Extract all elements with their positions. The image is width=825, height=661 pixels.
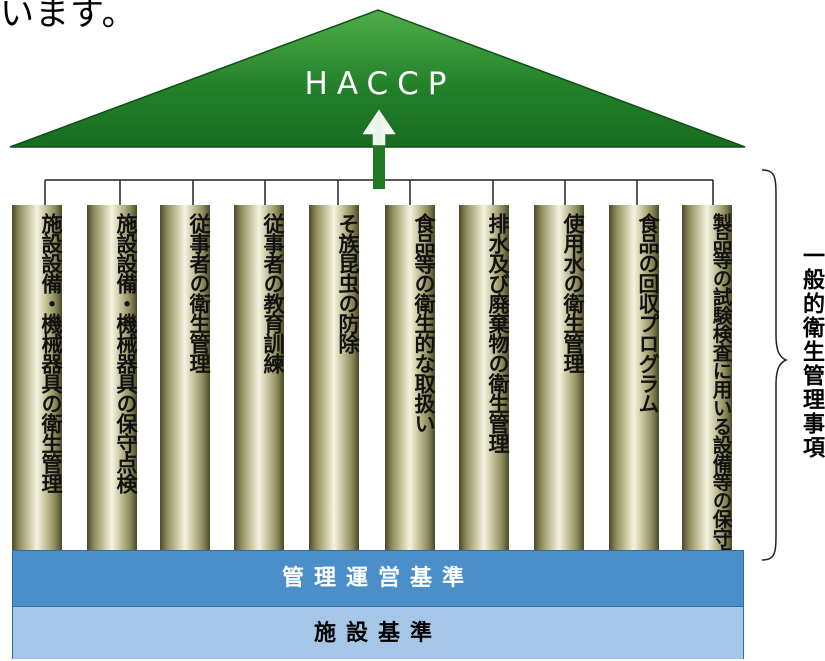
pillar-label: 施設設備・機械器具の保守点検	[114, 213, 138, 493]
pillar-label: 施設設備・機械器具の衛生管理	[39, 213, 63, 493]
pillar-label: 食品等の衛生的な取扱い	[412, 213, 436, 433]
up-arrow-icon	[359, 106, 399, 189]
right-brace	[761, 169, 788, 561]
facility-standards-band: 施設基準	[12, 607, 744, 659]
connector-drops	[44, 180, 714, 205]
pillar-label: 使用水の衛生管理	[561, 213, 585, 373]
pillar-waste-management: 排水及び廃棄物の衛生管理	[459, 205, 510, 550]
pillar-worker-hygiene: 従事者の衛生管理	[160, 205, 211, 550]
pillar-testing-equipment-maintenance: 製品等の試験検査に用いる設備等の保守点検	[682, 205, 732, 583]
pillar-label: 従事者の衛生管理	[187, 213, 211, 373]
pillar-water-management: 使用水の衛生管理	[534, 205, 585, 550]
general-hygiene-label: 一般的衛生管理事項	[799, 244, 824, 460]
pillar-pest-control: そ族昆虫の防除	[309, 205, 360, 550]
pillar-worker-training: 従事者の教育訓練	[234, 205, 285, 550]
pillar-label: 排水及び廃棄物の衛生管理	[486, 213, 510, 453]
pillar-label: そ族昆虫の防除	[336, 213, 360, 353]
pillar-recall-program: 食品の回収プログラム	[609, 205, 660, 550]
pillar-facility-equipment-hygiene: 施設設備・機械器具の衛生管理	[12, 205, 63, 550]
management-standards-band: 管理運営基準	[12, 550, 744, 607]
pillar-facility-equipment-maintenance: 施設設備・機械器具の保守点検	[87, 205, 138, 550]
haccp-title: HACCP	[304, 66, 456, 102]
pillar-food-handling: 食品等の衛生的な取扱い	[385, 205, 436, 550]
pillar-label-line-2: 設備等の保守点検	[709, 435, 732, 583]
pillar-label: 従事者の教育訓練	[261, 213, 285, 373]
pillar-label: 製品等の試験検査に用いる設備等の保守点検	[682, 213, 732, 583]
pillar-label-line-1: 製品等の試験検査に用いる	[709, 213, 732, 435]
pillar-label: 食品の回収プログラム	[636, 213, 660, 413]
intro-text: います。	[0, 0, 137, 34]
